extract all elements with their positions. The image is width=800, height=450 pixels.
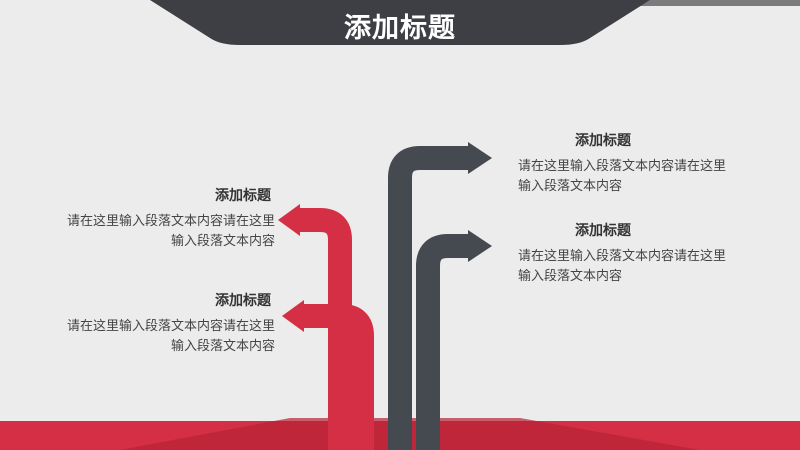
block-body: 请在这里输入段落文本内容请在这里输入段落文本内容 — [66, 214, 275, 249]
slide-title[interactable]: 添加标题 — [344, 13, 456, 44]
arrow-left-upper-head — [278, 204, 300, 236]
block-heading: 添加标题 — [215, 188, 271, 204]
title-banner — [150, 0, 650, 45]
text-block-left-upper[interactable]: 添加标题 请在这里输入段落文本内容请在这里输入段落文本内容 — [60, 185, 275, 252]
text-block-left-lower[interactable]: 添加标题 请在这里输入段落文本内容请在这里输入段落文本内容 — [60, 290, 275, 357]
arrow-left-lower-head — [282, 300, 304, 332]
arrow-left-lower — [302, 304, 374, 450]
block-heading: 添加标题 — [575, 133, 631, 149]
block-body: 请在这里输入段落文本内容请在这里输入段落文本内容 — [518, 159, 727, 194]
arrow-right-upper — [388, 146, 470, 450]
arrow-right-lower — [416, 234, 470, 450]
arrow-right-lower-head — [468, 230, 492, 262]
arrow-left-upper — [296, 208, 352, 450]
arrow-right-upper-head — [468, 142, 492, 174]
block-body: 请在这里输入段落文本内容请在这里输入段落文本内容 — [66, 319, 275, 354]
block-heading: 添加标题 — [575, 223, 631, 239]
block-heading: 添加标题 — [215, 293, 271, 309]
text-block-right-lower[interactable]: 添加标题 请在这里输入段落文本内容请在这里输入段落文本内容 — [518, 220, 733, 287]
block-body: 请在这里输入段落文本内容请在这里输入段落文本内容 — [518, 249, 727, 284]
banner-edge — [640, 0, 800, 6]
text-block-right-upper[interactable]: 添加标题 请在这里输入段落文本内容请在这里输入段落文本内容 — [518, 130, 733, 197]
